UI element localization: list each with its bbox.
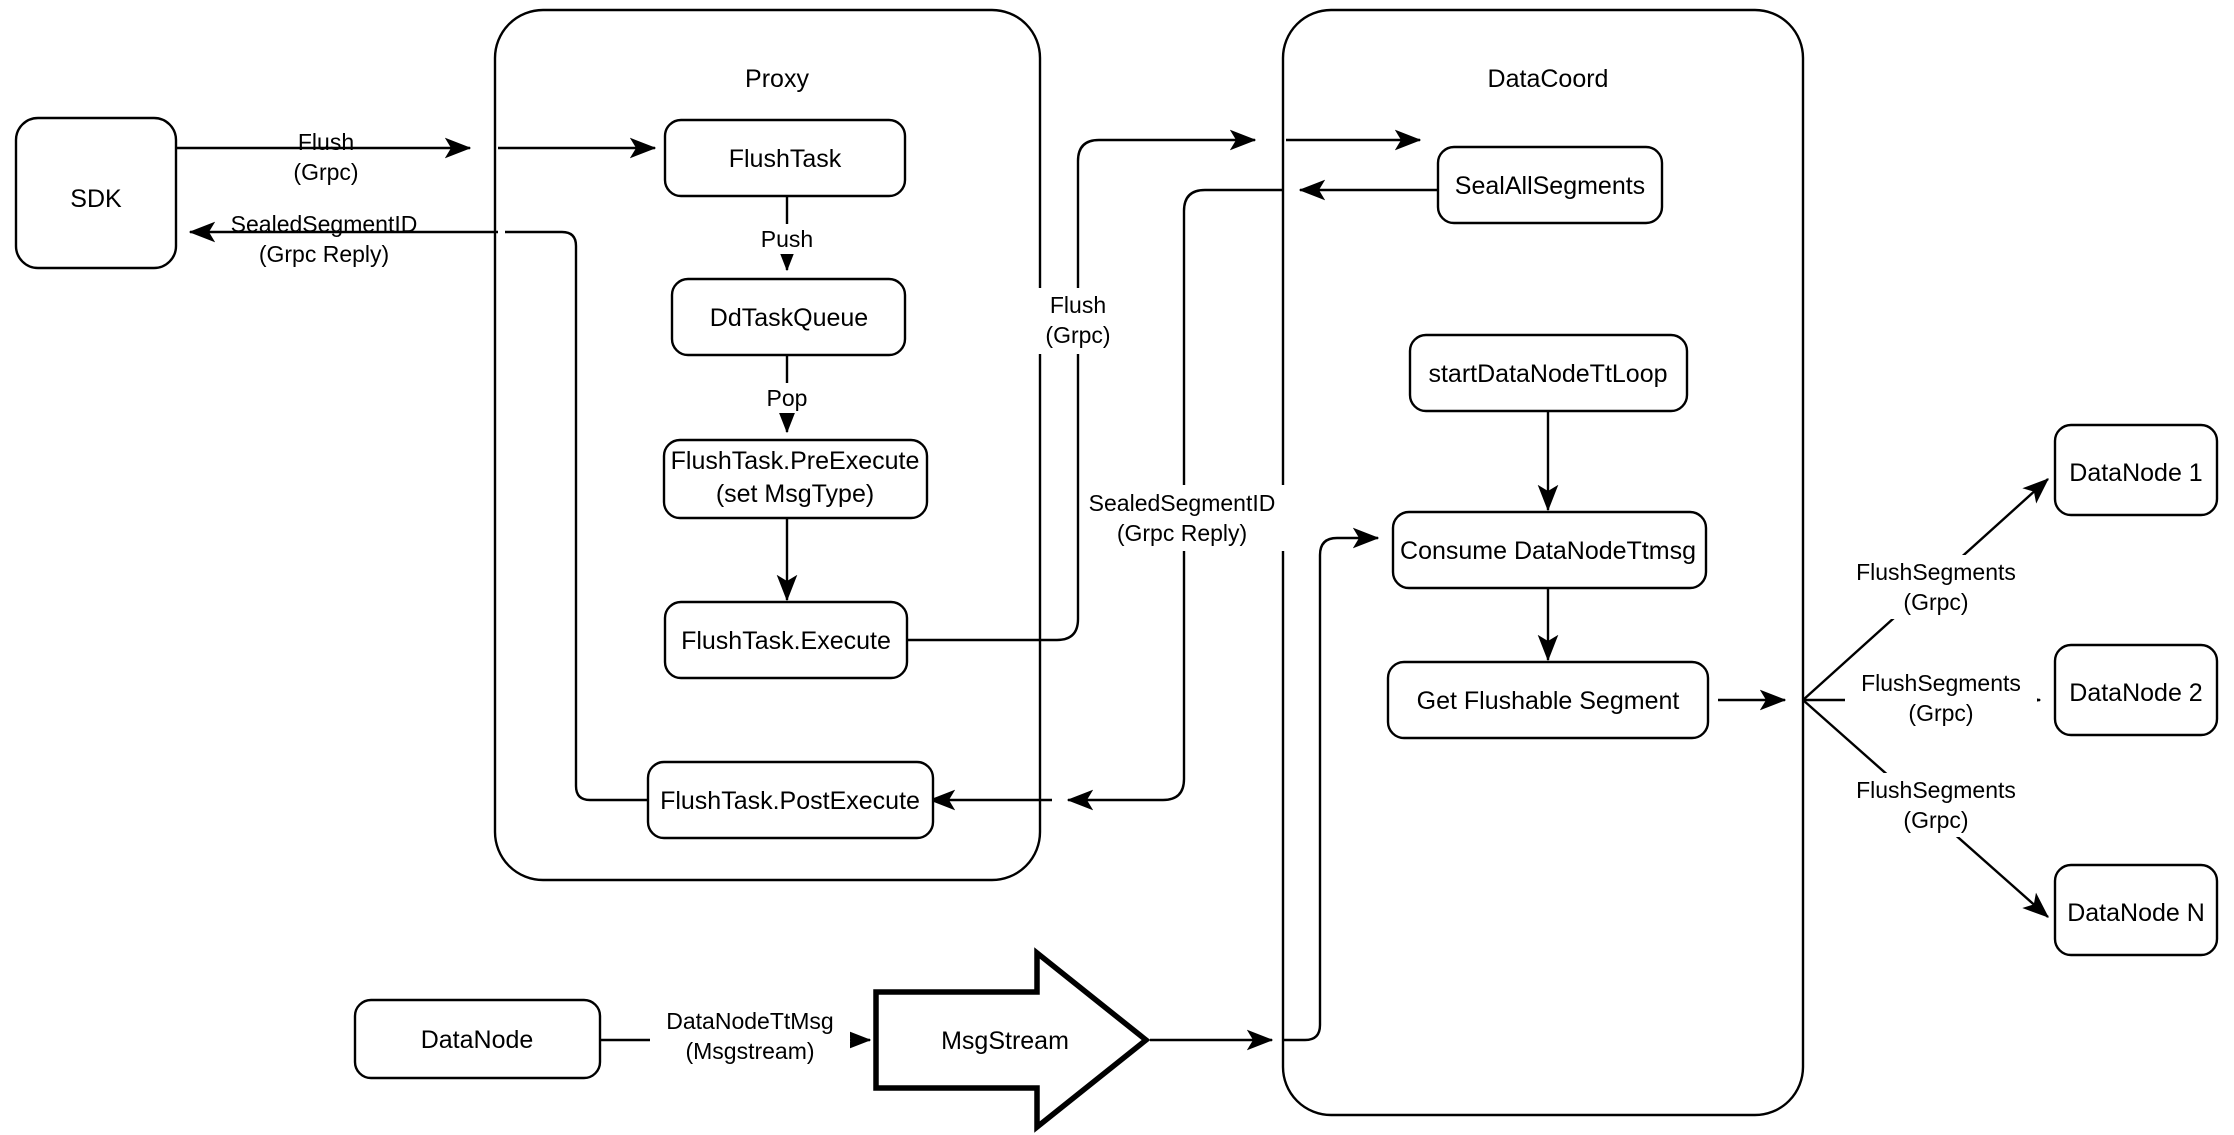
node-flush-task-preexecute[interactable]: FlushTask.PreExecute (set MsgType)	[662, 438, 929, 520]
proxy-to-datacoord-label-backing	[1030, 288, 1126, 354]
proxy-to-sdk-label-line1: SealedSegmentID	[231, 211, 418, 237]
datanode-2-box[interactable]	[2053, 643, 2219, 737]
sdk-label: SDK	[70, 185, 122, 213]
flush-task-postexecute-label: FlushTask.PostExecute	[660, 787, 920, 815]
flush-task-box[interactable]	[663, 118, 907, 198]
msgstream-block-arrow[interactable]	[873, 947, 1151, 1133]
dd-task-queue-label: DdTaskQueue	[710, 304, 868, 332]
label-proxy-to-sdk: SealedSegmentID (Grpc Reply)	[231, 211, 418, 267]
edge-datacoord-boundary-to-consume	[1283, 527, 1380, 1042]
label-pop: Pop	[757, 383, 817, 413]
flush-segments-n-label-backing	[1840, 773, 2032, 837]
datanode-bottom-box[interactable]	[353, 998, 602, 1080]
node-flush-task-execute[interactable]: FlushTask.Execute	[663, 600, 909, 680]
get-flushable-segment-box[interactable]	[1386, 660, 1710, 740]
proxy-to-sdk-label-line2: (Grpc Reply)	[259, 241, 389, 267]
push-label-backing	[753, 224, 821, 254]
datanode-1-label: DataNode 1	[2069, 459, 2202, 487]
node-flush-task-postexecute[interactable]: FlushTask.PostExecute	[646, 760, 935, 840]
consume-datanode-ttmsg-label: Consume DataNodeTtmsg	[1400, 537, 1696, 565]
datanode-1-box[interactable]	[2053, 423, 2219, 517]
flush-task-execute-box[interactable]	[663, 600, 909, 680]
flush-segments-1-label-line2: (Grpc)	[1903, 589, 1968, 615]
push-label: Push	[761, 226, 813, 252]
flush-segments-1-label-backing	[1840, 555, 2032, 619]
flush-task-preexecute-label-line1: FlushTask.PreExecute	[671, 447, 920, 475]
flush-segments-1-label-line1: FlushSegments	[1856, 559, 2016, 585]
node-msgstream[interactable]: MsgStream	[873, 947, 1151, 1133]
node-sdk[interactable]: SDK	[14, 116, 178, 270]
node-datanode-bottom[interactable]: DataNode	[353, 998, 602, 1080]
label-push: Push	[753, 224, 821, 254]
label-datanode-ttmsg: DataNodeTtMsg (Msgstream)	[650, 1005, 850, 1069]
container-datacoord: DataCoord	[1281, 8, 1805, 1117]
pop-label-backing	[757, 383, 817, 413]
flush-task-postexecute-box[interactable]	[646, 760, 935, 840]
node-flush-task[interactable]: FlushTask	[663, 118, 907, 198]
datanode-ttmsg-label-line1: DataNodeTtMsg	[666, 1008, 833, 1034]
seal-all-segments-box[interactable]	[1436, 145, 1664, 225]
proxy-container-title: Proxy	[745, 65, 809, 93]
start-datanode-tt-loop-label: startDataNodeTtLoop	[1428, 360, 1667, 388]
node-consume-datanode-ttmsg[interactable]: Consume DataNodeTtmsg	[1391, 510, 1708, 590]
sdk-to-proxy-label-line1: Flush	[298, 129, 354, 155]
node-get-flushable-segment[interactable]: Get Flushable Segment	[1386, 660, 1710, 740]
dd-task-queue-box[interactable]	[670, 277, 907, 357]
datanode-ttmsg-label-line2: (Msgstream)	[685, 1038, 814, 1064]
flush-segments-n-label-line2: (Grpc)	[1903, 807, 1968, 833]
datacoord-to-proxy-label-backing	[1085, 485, 1285, 551]
node-datanode-n[interactable]: DataNode N	[2053, 863, 2219, 957]
datanode-n-box[interactable]	[2053, 863, 2219, 957]
datanode-ttmsg-label-backing	[650, 1005, 850, 1069]
flush-task-execute-label: FlushTask.Execute	[681, 627, 891, 655]
sdk-to-proxy-label-line2: (Grpc)	[293, 159, 358, 185]
proxy-to-datacoord-label-line1: Flush	[1050, 292, 1106, 318]
proxy-container-outline	[493, 8, 1042, 882]
datacoord-to-proxy-label-line2: (Grpc Reply)	[1117, 520, 1247, 546]
node-datanode-2[interactable]: DataNode 2	[2053, 643, 2219, 737]
node-seal-all-segments[interactable]: SealAllSegments	[1436, 145, 1664, 225]
node-start-datanode-tt-loop[interactable]: startDataNodeTtLoop	[1408, 333, 1689, 413]
msgstream-label: MsgStream	[941, 1027, 1069, 1055]
datacoord-container-title: DataCoord	[1488, 65, 1609, 93]
label-sdk-to-proxy: Flush (Grpc)	[293, 129, 358, 185]
seal-all-segments-label: SealAllSegments	[1455, 172, 1645, 200]
label-flush-segments-1: FlushSegments (Grpc)	[1840, 555, 2032, 619]
flush-task-preexecute-box[interactable]	[662, 438, 929, 520]
flush-segments-n-label-line1: FlushSegments	[1856, 777, 2016, 803]
datanode-2-label: DataNode 2	[2069, 679, 2202, 707]
start-datanode-tt-loop-box[interactable]	[1408, 333, 1689, 413]
datanode-bottom-label: DataNode	[421, 1026, 534, 1054]
datacoord-to-proxy-label-line1: SealedSegmentID	[1089, 490, 1276, 516]
node-datanode-1[interactable]: DataNode 1	[2053, 423, 2219, 517]
label-proxy-to-datacoord: Flush (Grpc)	[1030, 288, 1126, 354]
pop-label: Pop	[767, 385, 808, 411]
label-flush-segments-2: FlushSegments (Grpc)	[1845, 666, 2037, 730]
label-datacoord-to-proxy: SealedSegmentID (Grpc Reply)	[1085, 485, 1285, 551]
edge-execute-to-datacoord	[907, 129, 1257, 642]
flush-task-label: FlushTask	[729, 145, 842, 173]
consume-datanode-ttmsg-box[interactable]	[1391, 510, 1708, 590]
flush-task-preexecute-label-line2: (set MsgType)	[716, 480, 874, 508]
edge-postexecute-to-sdk-reply	[505, 230, 649, 802]
flush-segments-2-label-line1: FlushSegments	[1861, 670, 2021, 696]
flush-segments-2-label-line2: (Grpc)	[1908, 700, 1973, 726]
label-flush-segments-n: FlushSegments (Grpc)	[1840, 773, 2032, 837]
node-dd-task-queue[interactable]: DdTaskQueue	[670, 277, 907, 357]
get-flushable-segment-label: Get Flushable Segment	[1417, 687, 1680, 715]
sdk-box[interactable]	[14, 116, 178, 270]
flush-segments-2-label-backing	[1845, 666, 2037, 730]
proxy-to-datacoord-label-line2: (Grpc)	[1045, 322, 1110, 348]
datacoord-container-outline	[1281, 8, 1805, 1117]
datanode-n-label: DataNode N	[2067, 899, 2205, 927]
container-proxy: Proxy	[493, 8, 1042, 882]
